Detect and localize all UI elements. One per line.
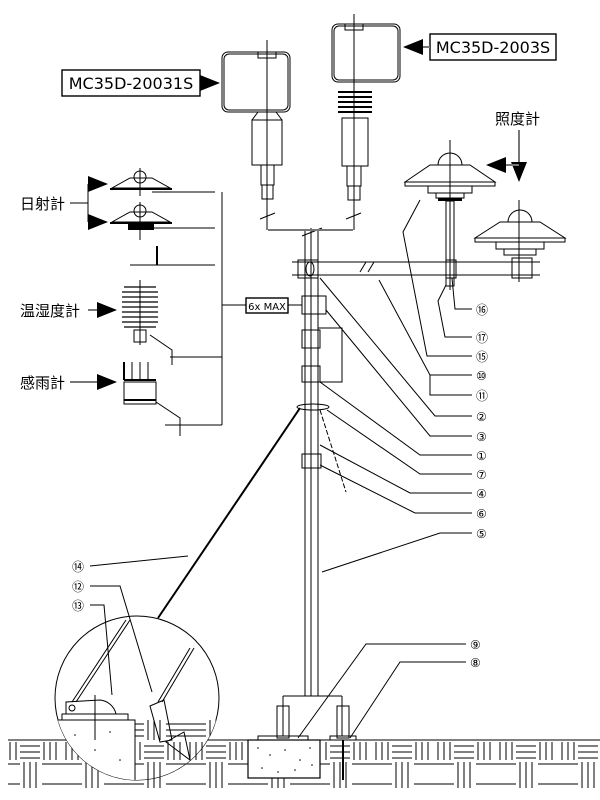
model-label-left-text: MC35D-20031S — [69, 74, 193, 93]
base-plate — [257, 695, 357, 780]
callout-10: ⑩ — [476, 369, 487, 383]
rain-sensor-label: 感雨計 — [20, 374, 117, 392]
model-label-right: MC35D-2003S — [403, 33, 557, 61]
main-mast — [301, 227, 323, 696]
guy-wire — [157, 407, 347, 619]
pyranometer-label-text: 日射計 — [20, 195, 65, 213]
rain-sensor-label-text: 感雨計 — [20, 374, 65, 392]
thermo-hygrometer — [122, 280, 222, 365]
callout-12: ⑫ — [72, 580, 84, 594]
mount-bracket — [130, 246, 215, 266]
concrete-foundation — [247, 739, 321, 779]
callout-16: ⑯ — [476, 303, 488, 317]
illuminance-meter-1 — [403, 140, 497, 290]
callout-6: ⑥ — [476, 507, 487, 521]
callout-9: ⑨ — [470, 638, 481, 652]
illuminance-meter-2 — [473, 200, 567, 282]
callout-17: ⑰ — [476, 331, 488, 345]
callout-8: ⑧ — [470, 656, 481, 670]
callouts-left: ⑭ ⑫ ⑬ — [72, 555, 189, 696]
thermo-hygrometer-label-text: 温湿度計 — [20, 302, 80, 320]
pyranometer-2 — [110, 202, 215, 240]
rain-sensor — [123, 362, 222, 436]
callout-7: ⑦ — [476, 468, 487, 482]
model-label-left: MC35D-20031S — [61, 69, 220, 97]
callout-4: ④ — [476, 487, 487, 501]
callout-15: ⑮ — [476, 350, 488, 364]
callout-14: ⑭ — [72, 560, 84, 574]
wind-sensor-right — [331, 14, 401, 230]
callout-1: ① — [476, 449, 487, 463]
thermo-hygrometer-label: 温湿度計 — [20, 302, 117, 320]
callouts-bottom-right: ⑨ ⑧ — [297, 638, 481, 739]
illuminance-label: 照度計 — [486, 110, 540, 182]
callouts-right: ⑯ ⑰ ⑮ ⑩ ⑪ ② ③ ① ⑦ ④ ⑥ ⑤ — [476, 303, 488, 541]
callout-3: ③ — [476, 430, 487, 444]
callout-11: ⑪ — [476, 389, 488, 403]
pyranometer-label: 日射計 — [20, 176, 108, 230]
callout-5: ⑤ — [476, 527, 487, 541]
model-label-right-text: MC35D-2003S — [436, 38, 550, 57]
callout-leaders — [319, 199, 472, 573]
pyranometer-1 — [110, 168, 215, 196]
cross-arm — [292, 257, 540, 279]
callout-13: ⑬ — [72, 599, 84, 613]
callout-2: ② — [476, 410, 487, 424]
cable-junction-label: 6x MAX — [248, 302, 286, 313]
wind-sensor-left — [221, 40, 291, 230]
illuminance-label-text: 照度計 — [495, 110, 540, 128]
cable-bus: 6x MAX — [221, 192, 302, 425]
